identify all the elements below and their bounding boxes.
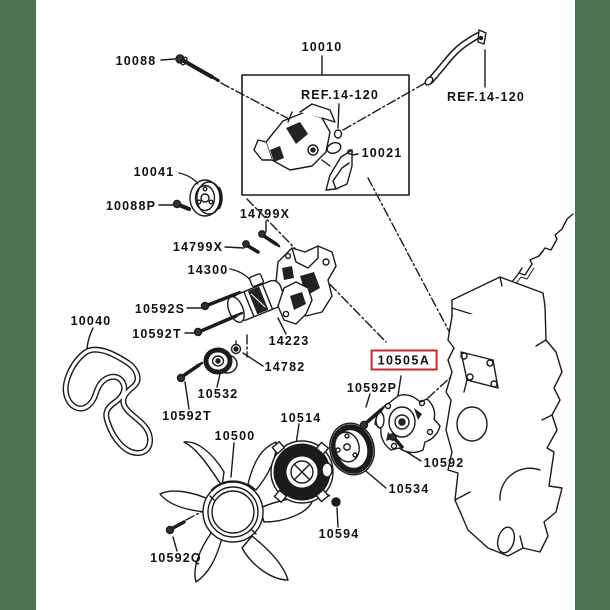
fan-clutch-10514 (270, 440, 334, 504)
bracket-10021 (325, 149, 353, 191)
part-label-10592P: 10592P (346, 381, 398, 395)
part-label-10514: 10514 (280, 411, 322, 425)
part-label-10505A-highlighted: 10505A (370, 349, 438, 371)
housing-14300 (227, 273, 286, 323)
part-label-10040: 10040 (70, 314, 112, 328)
bolt-10592P (359, 405, 386, 430)
part-label-10592Q: 10592Q (150, 551, 202, 565)
bolt-10592Q (165, 520, 186, 535)
drive-belt-10040 (62, 346, 154, 456)
inset-box-10010 (241, 74, 410, 196)
pulley-10041 (189, 179, 223, 217)
fan-10500 (159, 441, 313, 583)
part-label-ref14-120-hose: REF.14-120 (446, 90, 526, 104)
bolt-14799X-b (242, 240, 260, 254)
plug-10594 (331, 497, 341, 507)
part-label-10088: 10088 (115, 54, 157, 68)
bolt-10592S (200, 290, 242, 311)
part-label-10592: 10592 (423, 456, 465, 470)
bolt-10592T-2 (176, 361, 204, 383)
part-label-10041: 10041 (133, 165, 175, 179)
part-label-10088P: 10088P (105, 199, 157, 213)
bracket-14223 (277, 281, 313, 325)
part-label-14799X-1: 14799X (239, 207, 291, 221)
part-label-10534: 10534 (388, 482, 430, 496)
part-label-10500: 10500 (214, 429, 256, 443)
part-label-10592T-2: 10592T (162, 409, 212, 423)
part-label-14223: 14223 (268, 334, 310, 348)
part-label-10592T-1: 10592T (132, 327, 182, 341)
tensioner-pulley-10532 (203, 347, 238, 375)
part-label-14300: 14300 (187, 263, 229, 277)
part-label-10021: 10021 (361, 146, 403, 160)
bolt-10592T-1 (193, 311, 244, 337)
bolt-10088P (172, 199, 191, 211)
engine-block-drawing (445, 213, 574, 557)
part-label-ref14-120-box: REF.14-120 (300, 88, 380, 102)
oring-ref14-120 (333, 129, 343, 139)
hose-ref14-120 (424, 29, 487, 86)
bolt-14799X-a (258, 230, 281, 248)
nut-14782 (230, 340, 242, 355)
bolt-10592 (389, 433, 404, 449)
part-label-14782: 14782 (264, 360, 306, 374)
water-pump-pulley-10534 (329, 422, 375, 476)
oil-pump-assembly-drawing (253, 103, 342, 171)
part-label-10594: 10594 (318, 527, 360, 541)
bolt-10088 (175, 54, 221, 83)
part-label-14799X-2: 14799X (172, 240, 224, 254)
part-label-10592S: 10592S (134, 302, 186, 316)
part-label-10532: 10532 (197, 387, 239, 401)
part-label-10010: 10010 (301, 40, 343, 54)
